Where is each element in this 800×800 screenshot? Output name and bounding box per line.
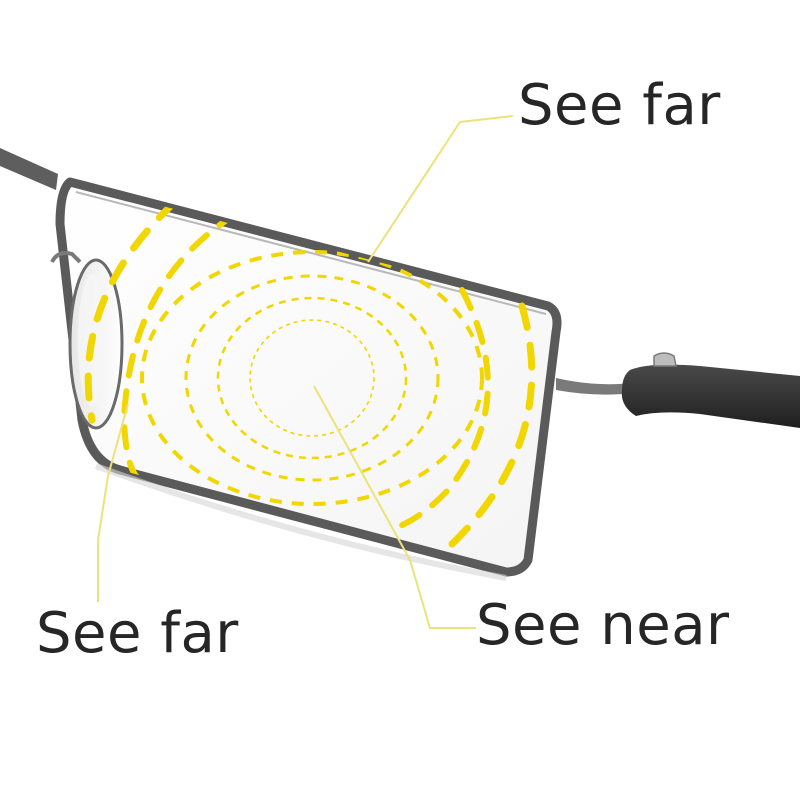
far-zone-arc-outer (84, 198, 179, 424)
label-see-near: See near (476, 593, 730, 658)
right-hinge-wire (556, 378, 640, 395)
zone-ring-4-near (249, 319, 375, 437)
far-zone-arc-second (120, 211, 239, 483)
label-see-far-left: See far (36, 601, 239, 666)
leader-line-near (313, 385, 476, 629)
lens-zones (84, 198, 536, 550)
leader-line-top-far (367, 115, 514, 263)
zone-ring-3 (216, 296, 408, 460)
zone-ring-2 (184, 274, 440, 482)
lens-frame (55, 177, 562, 577)
far-zone-arc-right-second (387, 287, 491, 533)
right-temple-tip (621, 364, 800, 428)
leader-line-left-far (97, 403, 129, 602)
lens-shadow (94, 463, 507, 581)
left-temple-arm (0, 148, 58, 190)
hinge-screw (653, 352, 677, 367)
far-zone-arc-right-outer (446, 302, 536, 550)
label-see-far-top: See far (518, 73, 721, 138)
lens-frame-highlight (75, 191, 547, 315)
zone-ring-1 (140, 250, 484, 506)
